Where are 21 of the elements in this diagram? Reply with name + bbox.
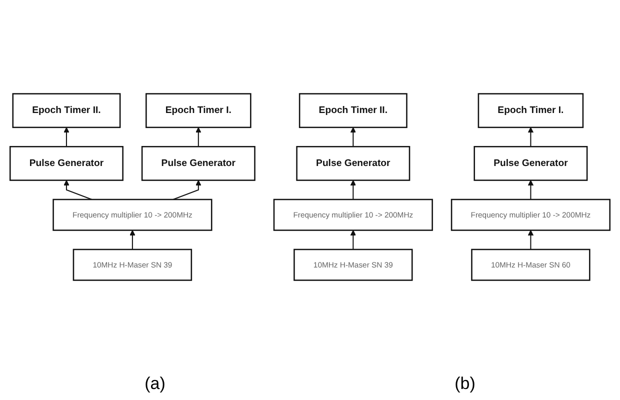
arrow — [528, 230, 534, 250]
arrow — [350, 180, 356, 200]
node-box: Pulse Generator — [296, 146, 410, 181]
arrow — [172, 180, 202, 200]
arrow — [528, 127, 534, 147]
node-box: Epoch Timer II. — [298, 93, 408, 128]
arrow — [196, 127, 202, 147]
node-box: Epoch Timer I. — [146, 93, 252, 128]
arrow — [350, 230, 356, 250]
arrow — [130, 230, 136, 250]
node-box: Epoch Timer I. — [478, 93, 584, 128]
arrow — [528, 180, 534, 200]
node-box: Pulse Generator — [474, 146, 588, 181]
arrow — [64, 180, 92, 200]
arrow — [350, 127, 356, 147]
node-box: Pulse Generator — [141, 146, 256, 181]
panel-label: (a) — [144, 374, 166, 395]
arrow — [64, 127, 70, 147]
panel-label: (b) — [454, 374, 476, 395]
node-box: Pulse Generator — [9, 146, 124, 181]
node-box: Epoch Timer II. — [12, 93, 121, 128]
